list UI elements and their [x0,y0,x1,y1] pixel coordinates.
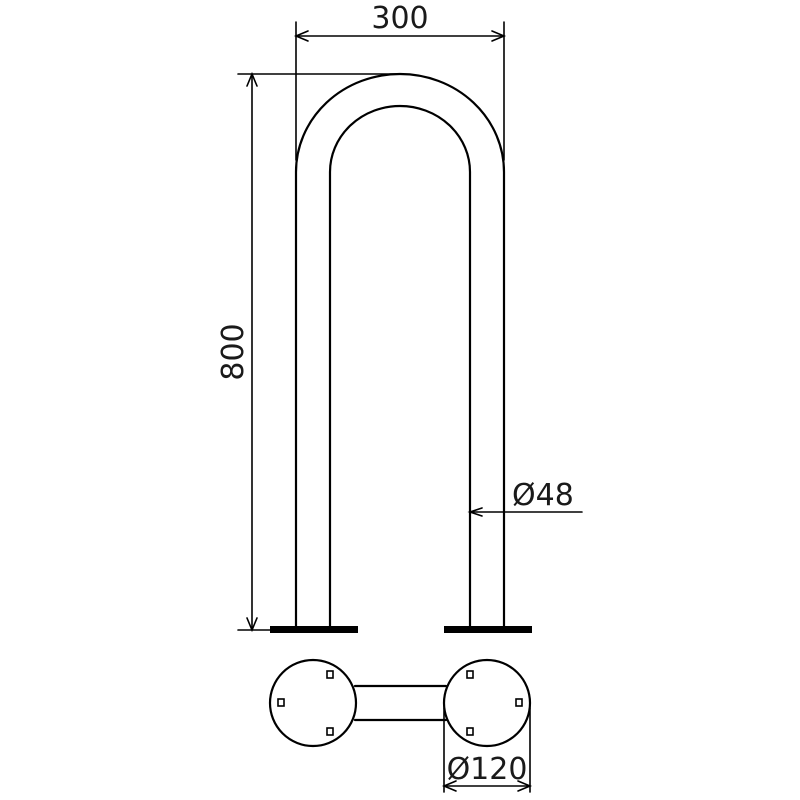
base-plate-left [270,626,358,633]
bolt-hole-icon [466,670,474,679]
width-label: 300 [371,1,428,36]
base-disc-left [268,658,358,748]
bolt-hole-icon [515,698,523,707]
base-disc-right [442,658,532,748]
dimension-tube-diameter: Ø48 [467,478,583,517]
tube-diameter-label: Ø48 [512,478,574,513]
hoop-plan-view [268,658,532,748]
arrow-down-icon [246,617,258,633]
bolt-hole-icon [326,727,334,736]
arrow-up-icon [246,71,258,87]
arrow-tube-icon [467,507,483,517]
base-plate-right [444,626,532,633]
dimension-base-diameter: Ø120 [441,707,533,793]
bolt-hole-icon [277,698,285,707]
arrow-base-right-icon [517,780,533,792]
hoop-inner-outline [328,104,472,630]
arrow-right-icon [491,30,507,42]
hoop-front-view [270,72,532,633]
height-label: 800 [216,323,251,380]
dimension-width: 300 [293,1,507,161]
dimension-height: 800 [216,71,401,633]
arrow-base-left-icon [441,780,457,792]
arrow-left-icon [293,30,309,42]
hoop-outer-outline [294,72,506,630]
bolt-hole-icon [466,727,474,736]
base-diameter-label: Ø120 [447,752,528,787]
bolt-hole-icon [326,670,334,679]
